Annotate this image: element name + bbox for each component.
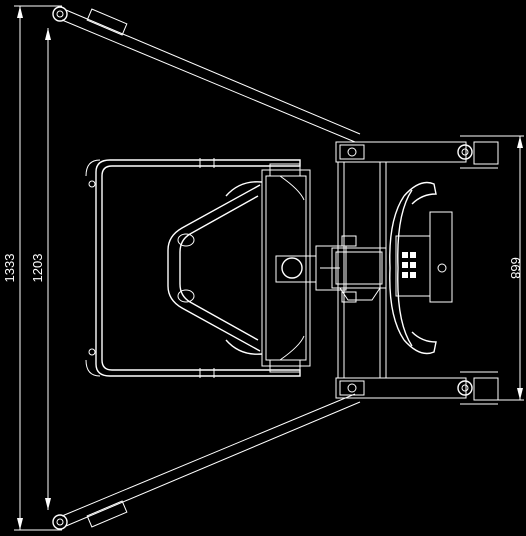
upper-strut [52, 6, 361, 143]
top-right-arm [335, 135, 499, 169]
dimension-right-width: 668 [492, 135, 524, 401]
hand-frame [85, 158, 301, 378]
lower-strut [52, 393, 361, 530]
bottom-right-arm [335, 371, 499, 405]
pivot-shaft [275, 235, 357, 303]
trapezoid-handle [167, 184, 261, 352]
control-unit [331, 211, 453, 303]
dimension-label-width: 668 [508, 257, 523, 279]
dimension-label-overall: 1333 [2, 254, 17, 283]
dimension-label-inner: 1203 [30, 254, 45, 283]
central-chassis [337, 162, 387, 378]
handlebar [389, 181, 437, 355]
dimension-overall-length: 1333 [2, 5, 62, 531]
dimension-inner-length: 1203 [30, 28, 51, 510]
seat-plate [225, 163, 311, 373]
